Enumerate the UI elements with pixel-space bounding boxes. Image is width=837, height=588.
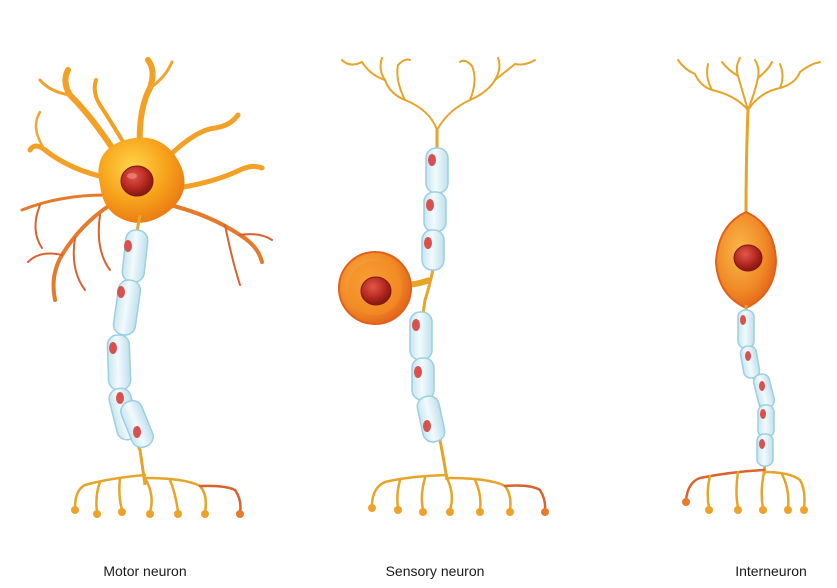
- motor-nucleus: [121, 166, 153, 196]
- sensory-dendrites: [342, 58, 535, 150]
- sensory-nucleus: [361, 277, 391, 305]
- sensory-neuron: [339, 58, 549, 516]
- motor-neuron: [22, 60, 272, 518]
- inter-nucleus: [734, 245, 762, 271]
- motor-axon-terminals: [75, 475, 240, 512]
- motor-neuron-label: Motor neuron: [103, 563, 186, 579]
- sensory-axon-terminals: [372, 475, 545, 510]
- sensory-myelin-sheath: [410, 148, 448, 444]
- interneuron: [678, 58, 820, 514]
- inter-dendrites: [678, 58, 820, 215]
- sensory-neuron-label: Sensory neuron: [386, 563, 485, 579]
- inter-myelin-sheath: [738, 310, 776, 466]
- sensory-cell-body: [339, 252, 411, 324]
- inter-axon-terminals: [686, 470, 805, 508]
- interneuron-label: Interneuron: [735, 563, 807, 579]
- sensory-terminal-buttons: [368, 504, 549, 516]
- motor-myelin-sheath: [107, 229, 156, 450]
